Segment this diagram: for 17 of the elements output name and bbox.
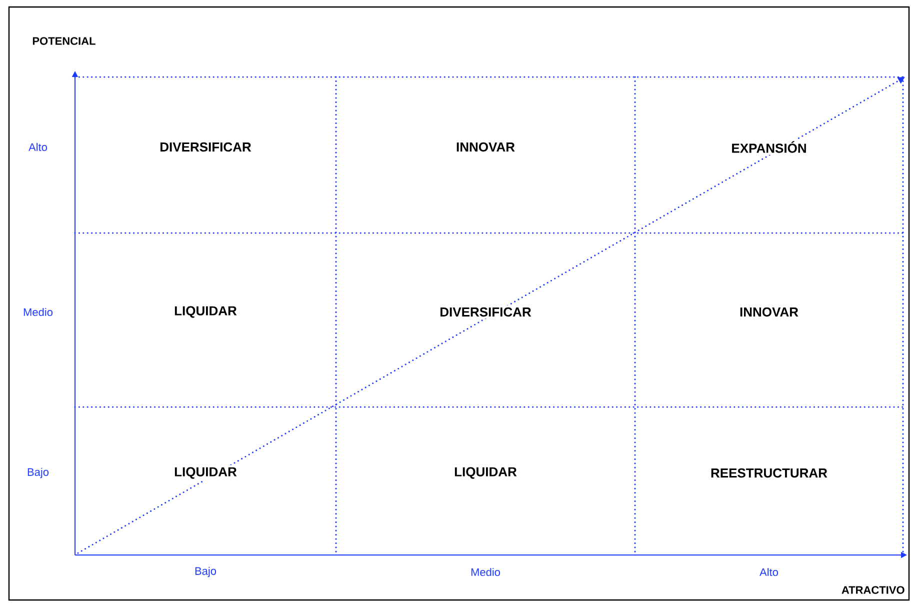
tick-label: Medio: [24, 308, 52, 316]
tick-label: Medio: [471, 568, 500, 576]
cell-label: INNOVAR: [738, 305, 800, 319]
cell-label: DIVERSIFICAR: [438, 305, 534, 319]
tick-label: Alto: [760, 568, 778, 576]
cell-label: DIVERSIFICAR: [158, 140, 254, 154]
cell-label: INNOVAR: [454, 140, 517, 154]
tick-label: Alto: [28, 142, 47, 152]
tick-label: Bajo: [28, 468, 49, 478]
cell-label: LIQUIDAR: [452, 465, 519, 481]
axis-title: ATRACTIVO: [842, 586, 904, 594]
cell-label: LIQUIDAR: [172, 304, 239, 320]
tick-label: Bajo: [195, 566, 216, 578]
cell-label: LIQUIDAR: [172, 465, 239, 481]
cell-label: REESTRUCTURAR: [708, 466, 830, 480]
cell-label: EXPANSIÓN: [729, 139, 809, 155]
axis-title: POTENCIAL: [32, 37, 96, 45]
